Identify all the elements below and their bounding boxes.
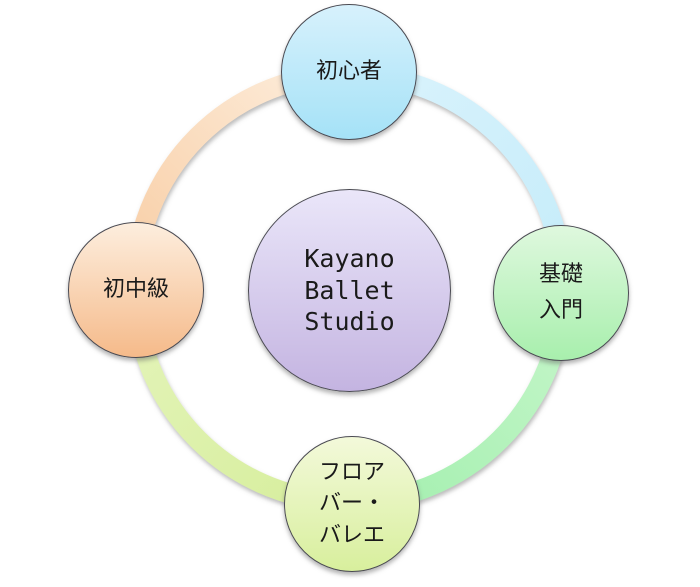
center-node-line: Kayano (304, 244, 395, 274)
cycle-node-left: 初中級 (68, 222, 204, 358)
center-node-line: Ballet (304, 275, 395, 305)
node-label-line: バー・ (318, 491, 385, 517)
cycle-center-node: Kayano Ballet Studio (248, 189, 451, 392)
node-label-line: 初中級 (102, 276, 169, 302)
node-label-line: バレエ (318, 522, 385, 548)
node-label-line: 初心者 (315, 58, 382, 84)
node-label-line: 入門 (538, 298, 583, 323)
cycle-node-bottom: フロア バー・ バレエ (284, 436, 420, 572)
cycle-node-top: 初心者 (281, 4, 417, 140)
node-label-line: フロア (318, 460, 385, 486)
node-label-line: 基礎 (538, 261, 583, 287)
cycle-node-right: 基礎 入門 (493, 225, 629, 361)
center-node-line: Studio (304, 307, 395, 337)
